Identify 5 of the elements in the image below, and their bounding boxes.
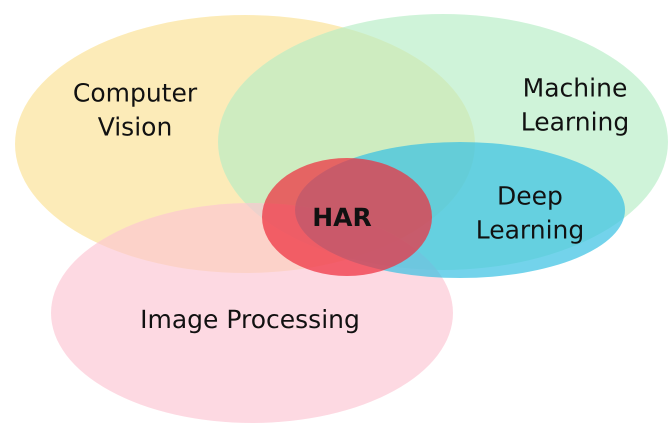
set-label: Computer Vision <box>72 77 198 143</box>
set-label: HAR <box>311 202 373 234</box>
set-label: Image Processing <box>139 304 361 336</box>
set-label: Deep Learning <box>474 180 586 246</box>
set-label: Machine Learning <box>520 72 630 138</box>
